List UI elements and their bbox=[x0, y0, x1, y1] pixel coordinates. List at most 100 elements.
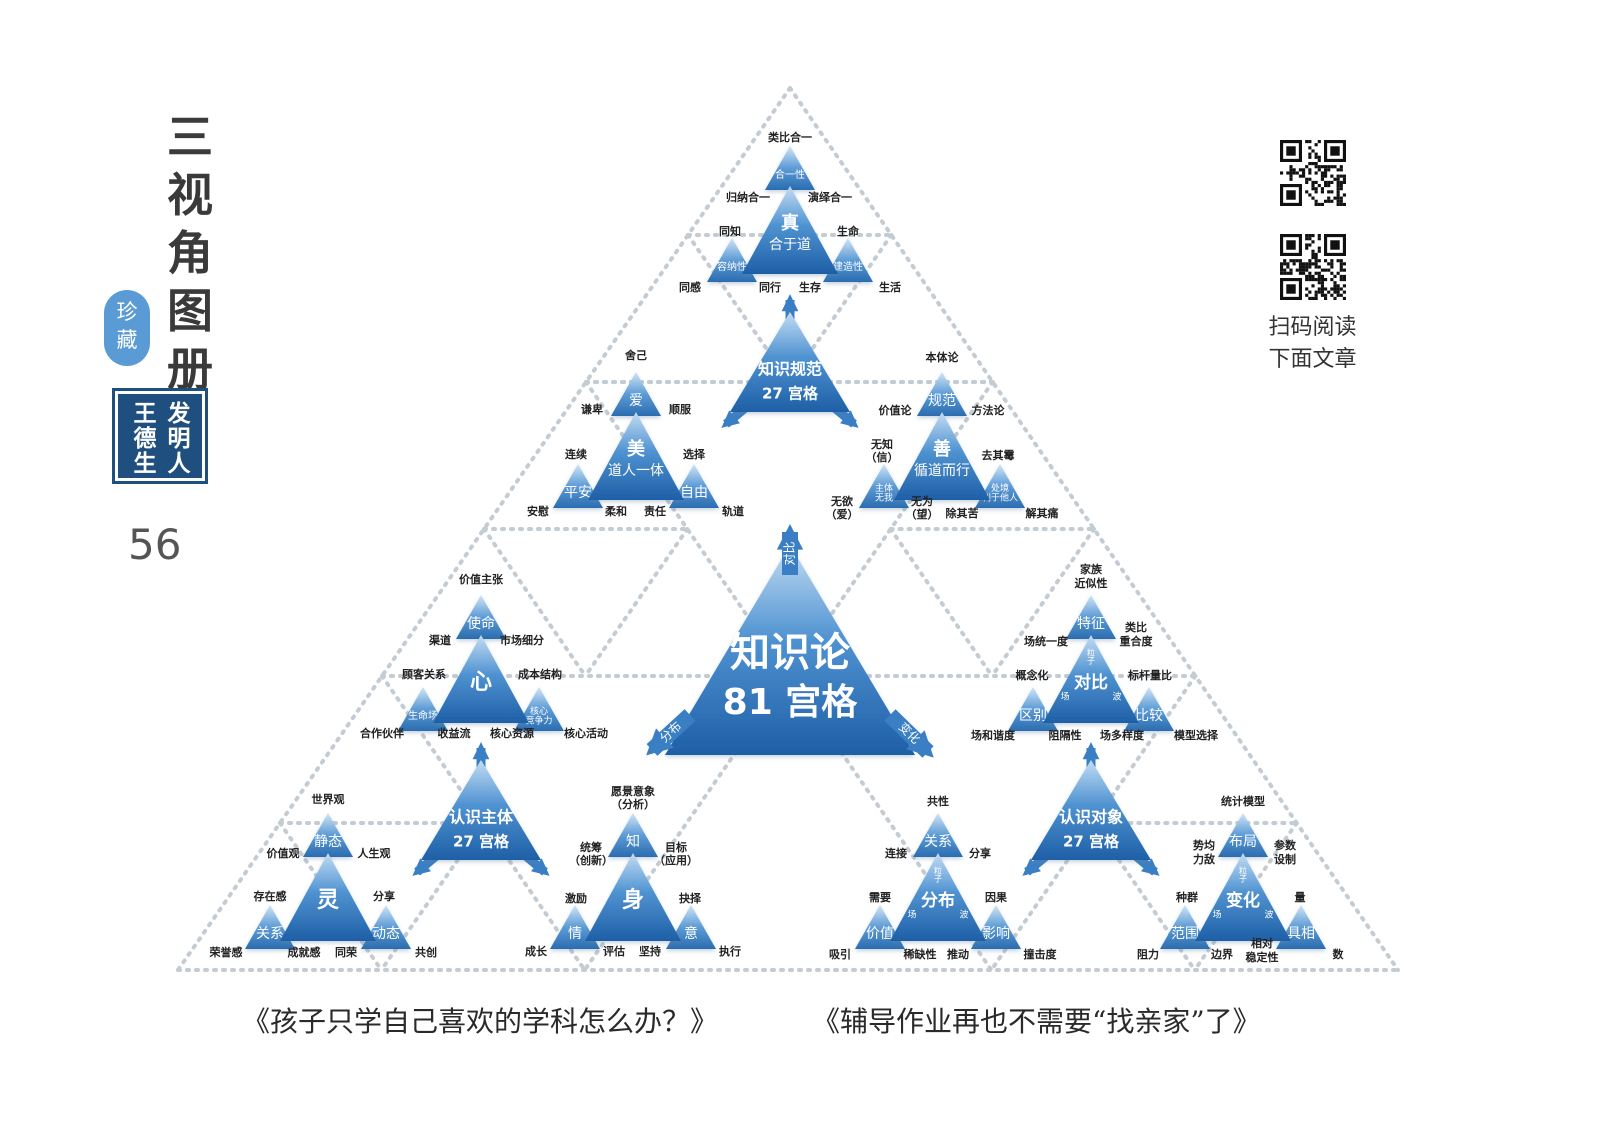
section-outer-label: 市场细分 bbox=[500, 633, 544, 647]
section-main-triangle bbox=[1195, 853, 1291, 941]
qr-module bbox=[1308, 259, 1312, 263]
qr-module bbox=[1339, 293, 1343, 297]
qr-caption-line1: 扫码阅读 bbox=[1268, 315, 1357, 340]
qr-module bbox=[1311, 252, 1315, 256]
qr-module bbox=[1314, 165, 1318, 169]
article-link-2[interactable]: 《辅导作业再也不需要“找亲家”了》 bbox=[812, 1005, 1261, 1038]
corner-left-triangle bbox=[707, 238, 757, 282]
qr-finder bbox=[1286, 146, 1296, 156]
qr-module bbox=[1324, 259, 1328, 263]
corner-top-triangle bbox=[303, 813, 353, 857]
qr-module bbox=[1314, 190, 1318, 194]
qr-module bbox=[1336, 284, 1340, 288]
qr-module bbox=[1314, 262, 1318, 266]
corner-top-label: 合一性 bbox=[775, 168, 805, 181]
sub-hub-arrowhead bbox=[1022, 858, 1041, 876]
qr-module bbox=[1305, 180, 1309, 184]
section-outer-label: 抉择 bbox=[679, 891, 702, 905]
qr-module bbox=[1342, 180, 1346, 184]
section-title: 心 bbox=[470, 670, 492, 695]
corner-left-triangle bbox=[398, 687, 448, 731]
section-outer-label: 同知 bbox=[719, 224, 741, 238]
section-outer-label: 近似性 bbox=[1075, 576, 1108, 590]
title-char: 图 bbox=[167, 284, 213, 338]
inner-top-label: 子 bbox=[934, 875, 942, 884]
qr-module bbox=[1314, 290, 1318, 294]
section-title: 分布 bbox=[921, 890, 955, 911]
section-outer-label: 谦卑 bbox=[581, 402, 603, 416]
qr-module bbox=[1336, 180, 1340, 184]
qr-module bbox=[1320, 278, 1324, 282]
qr-module bbox=[1324, 199, 1328, 203]
qr-module bbox=[1295, 268, 1299, 272]
qr-module bbox=[1336, 290, 1340, 294]
section-outer-label: 阻隔性 bbox=[1049, 728, 1082, 742]
section-outer-label: 价值观 bbox=[267, 846, 300, 860]
qr-module bbox=[1311, 249, 1315, 253]
section-outer-label: 成就感 bbox=[288, 945, 321, 959]
qr-module bbox=[1311, 274, 1315, 278]
seal-char: 生 bbox=[133, 450, 157, 477]
qr-module bbox=[1298, 168, 1302, 172]
qr-module bbox=[1308, 171, 1312, 175]
sub-hub-arrowhead bbox=[781, 294, 799, 312]
section-outer-label: 量 bbox=[1295, 891, 1306, 904]
treasure-badge: 珍 藏 bbox=[104, 290, 150, 366]
section-outer-label: （信） bbox=[866, 450, 899, 464]
qr-finder bbox=[1286, 190, 1296, 200]
corner-left-label: 关系 bbox=[256, 926, 284, 942]
qr-module bbox=[1336, 168, 1340, 172]
article-link-1[interactable]: 《孩子只学自己喜欢的学科怎么办？》 bbox=[242, 1005, 719, 1038]
qr-module bbox=[1283, 262, 1287, 266]
qr-module bbox=[1308, 274, 1312, 278]
section-outer-label: 无知 bbox=[870, 437, 893, 451]
section-outer-label: 分享 bbox=[373, 889, 395, 903]
qr-module bbox=[1327, 199, 1331, 203]
qr-module bbox=[1330, 190, 1334, 194]
qr-code-2[interactable] bbox=[1280, 234, 1346, 300]
section-outer-label: 家族 bbox=[1080, 562, 1103, 576]
qr-module bbox=[1298, 174, 1302, 178]
qr-module bbox=[1283, 271, 1287, 275]
qr-module bbox=[1327, 262, 1331, 266]
qr-module bbox=[1314, 202, 1318, 206]
section-outer-label: 无为 bbox=[910, 494, 933, 508]
section-title: 变化 bbox=[1226, 890, 1260, 911]
qr-module bbox=[1289, 268, 1293, 272]
sub-hub-subtitle: 27 宫格 bbox=[1063, 833, 1120, 851]
section-outer-label: 连续 bbox=[565, 447, 587, 461]
corner-left-label: 生命场 bbox=[408, 709, 438, 722]
qr-module bbox=[1311, 162, 1315, 166]
qr-module bbox=[1289, 177, 1293, 181]
sub-hub-arrowhead bbox=[721, 410, 740, 428]
corner-left-label: 容纳性 bbox=[717, 260, 747, 273]
qr-caption: 扫码阅读 下面文章 bbox=[1250, 312, 1375, 376]
qr-module bbox=[1305, 278, 1309, 282]
qr-module bbox=[1339, 262, 1343, 266]
inner-top-label: 粒 bbox=[1239, 865, 1247, 875]
qr-module bbox=[1311, 184, 1315, 188]
center-hub-title: 知识论 bbox=[730, 630, 851, 676]
qr-module bbox=[1311, 187, 1315, 191]
qr-code-1[interactable] bbox=[1280, 140, 1346, 206]
inventor-seal: 王 德 生 发 明 人 bbox=[112, 388, 208, 484]
qr-module bbox=[1308, 262, 1312, 266]
qr-module bbox=[1320, 171, 1324, 175]
corner-top-triangle bbox=[1218, 813, 1268, 857]
qr-module bbox=[1311, 296, 1315, 300]
corner-right-label: 竞争力 bbox=[525, 714, 552, 726]
section-outer-label: 类比 bbox=[1125, 620, 1147, 634]
corner-right-triangle bbox=[823, 238, 873, 282]
qr-module bbox=[1305, 165, 1309, 169]
qr-module bbox=[1305, 262, 1309, 266]
qr-module bbox=[1314, 187, 1318, 191]
qr-module bbox=[1317, 140, 1321, 144]
section-outer-label: 稀缺性 bbox=[904, 947, 937, 961]
title-char: 角 bbox=[167, 226, 213, 280]
corner-top-label: 知 bbox=[626, 833, 640, 850]
qr-module bbox=[1320, 177, 1324, 181]
qr-module bbox=[1317, 287, 1321, 291]
inner-right-label: 波 bbox=[959, 909, 968, 921]
qr-module bbox=[1317, 165, 1321, 169]
section-outer-label: 方法论 bbox=[972, 403, 1006, 417]
